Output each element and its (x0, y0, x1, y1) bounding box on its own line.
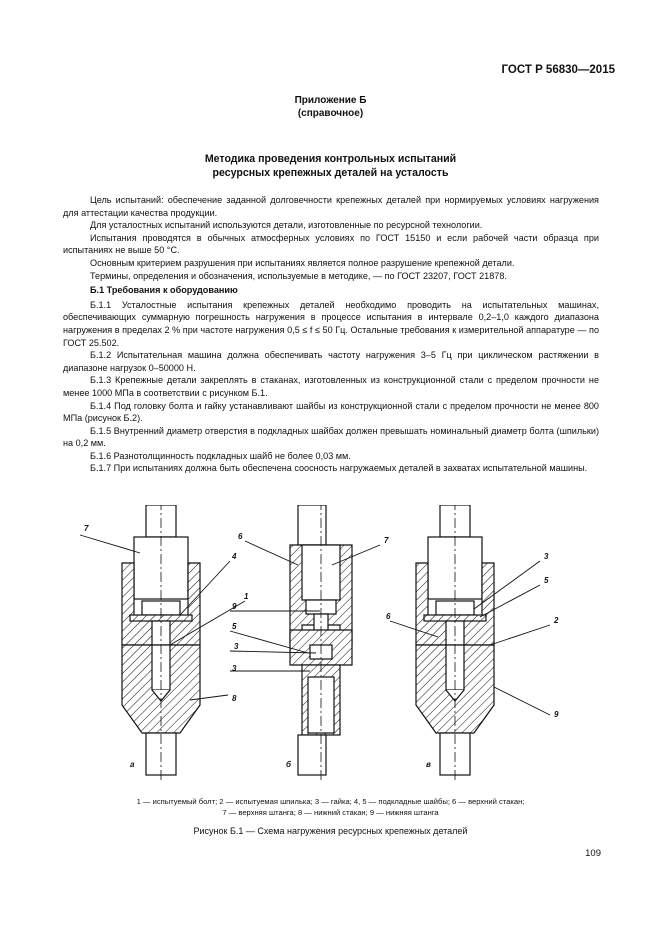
paragraph: Испытания проводятся в обычных атмосферн… (63, 232, 599, 256)
callout-label: 3 (544, 552, 549, 561)
leader-lines (79, 534, 551, 716)
appendix-note: (справочное) (297, 108, 364, 119)
section-item: Б.1.2 Испытательная машина должна обеспе… (63, 350, 599, 373)
loading-scheme-figure: 7 4 1 3 8 6 5 3 9 7 3 5 6 2 9 а б в (79, 505, 559, 780)
section-item: Б.1.5 Внутренний диаметр отверстия в под… (63, 425, 599, 449)
callout-label: 4 (231, 552, 237, 561)
assembly-c (415, 505, 495, 780)
paragraph: Основным критерием разрушения при испыта… (90, 257, 515, 268)
paragraph: Для усталостных испытаний используются д… (90, 220, 483, 231)
sublabel-a: а (130, 760, 135, 769)
callout-label: 8 (232, 694, 237, 703)
page-number: 109 (585, 848, 601, 859)
callout-label: 7 (384, 536, 389, 545)
callout-label: 3 (234, 642, 239, 651)
figure-caption: Рисунок Б.1 — Схема нагружения ресурсных… (193, 826, 468, 836)
callout-label: 5 (232, 622, 237, 631)
callout-label: 6 (238, 532, 243, 541)
paragraph: Термины, определения и обозначения, испо… (90, 270, 507, 281)
assembly-b (289, 505, 353, 780)
callout-label: 1 (244, 592, 249, 601)
callout-label: 2 (553, 616, 559, 625)
callout-label: 9 (554, 710, 559, 719)
section-heading: Б.1 Требования к оборудованию (90, 285, 238, 296)
callout-label: 6 (386, 612, 391, 621)
standard-header: ГОСТ Р 56830—2015 (501, 64, 615, 76)
callout-label: 7 (84, 524, 89, 533)
assembly-a (121, 505, 201, 780)
callout-label: 5 (544, 576, 549, 585)
callout-label: 3 (232, 664, 237, 673)
appendix-title: Приложение Б (294, 95, 367, 106)
figure-legend-line-2: 7 — верхняя штанга; 8 — нижний стакан; 9… (222, 808, 439, 817)
section-item: Б.1.4 Под головку болта и гайку устанавл… (63, 400, 599, 424)
document-title-line-2: ресурсных крепежных деталей на усталость (212, 167, 449, 179)
section-item: Б.1.6 Разнотолщинность подкладных шайб н… (90, 450, 351, 461)
section-item: Б.1.7 При испытаниях должна быть обеспеч… (90, 463, 588, 474)
section-item: Б.1.3 Крепежные детали закреплять в стак… (63, 375, 599, 398)
paragraph: Цель испытаний: обеспечение заданной дол… (63, 195, 599, 218)
figure-legend-line-1: 1 — испытуемый болт; 2 — испытуемая шпил… (136, 797, 525, 806)
sublabel-c: в (426, 760, 431, 769)
sublabel-b: б (286, 760, 292, 769)
document-title-line-1: Методика проведения контрольных испытани… (204, 153, 457, 165)
section-item: Б.1.1 Усталостные испытания крепежных де… (63, 299, 599, 348)
callout-label: 9 (232, 602, 237, 611)
body-text: Цель испытаний: обеспечение заданной дол… (63, 194, 599, 475)
